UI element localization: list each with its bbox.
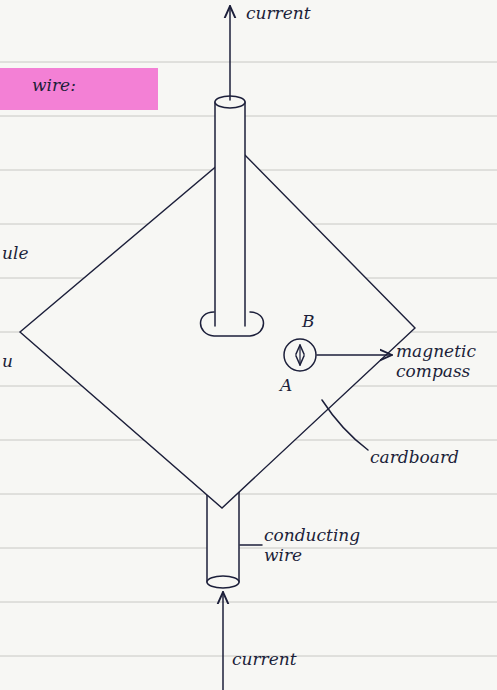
text-fragment: u xyxy=(2,352,13,372)
point-label: B xyxy=(302,312,315,332)
leader-line xyxy=(240,544,262,546)
heading-fragment: wire: xyxy=(32,76,76,96)
compass-label: magnetic compass xyxy=(396,342,488,381)
ruled-lines xyxy=(0,62,497,656)
point-label: A xyxy=(280,376,292,396)
current-arrow xyxy=(229,6,231,100)
current-label: current xyxy=(232,650,297,670)
leader-line xyxy=(317,354,392,356)
leader-line xyxy=(322,400,368,450)
conducting-wire-top xyxy=(215,96,245,326)
text-fragment: ule xyxy=(2,244,28,264)
current-label: current xyxy=(246,4,311,24)
magnetic-compass xyxy=(284,339,316,371)
highlight xyxy=(0,68,158,110)
cardboard-label: cardboard xyxy=(370,448,459,468)
current-arrow xyxy=(222,592,224,690)
wire-label: conducting wire xyxy=(264,526,364,565)
